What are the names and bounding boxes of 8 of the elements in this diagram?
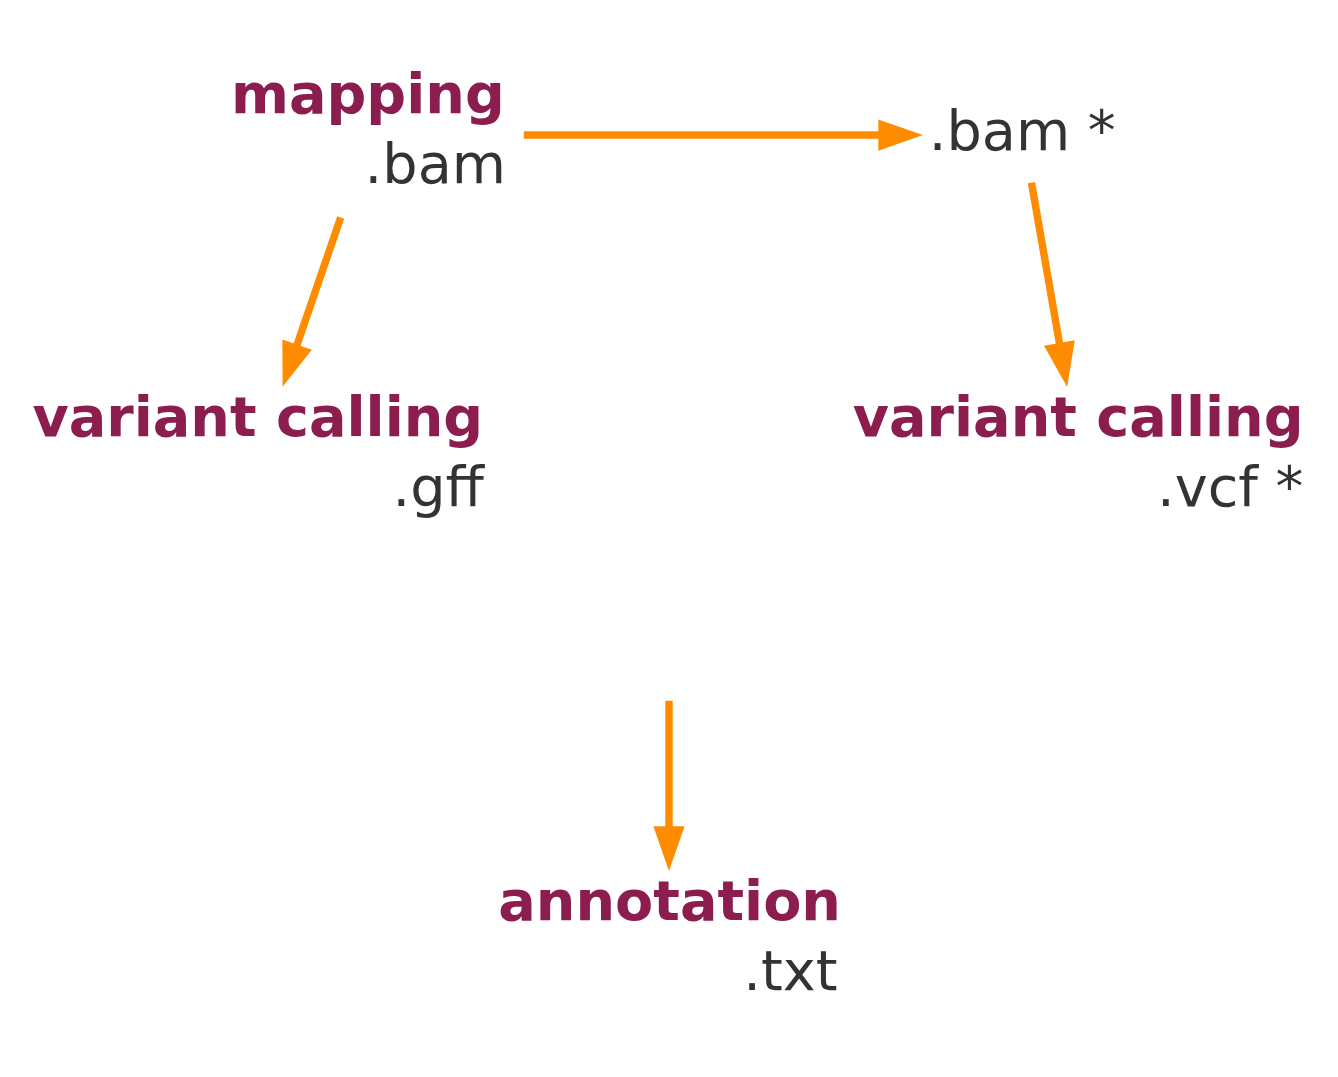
node-text: mapping .bam bbox=[230, 60, 506, 197]
arrow bbox=[282, 216, 345, 387]
arrow bbox=[523, 119, 923, 151]
node-text: .bam * bbox=[928, 97, 1116, 163]
arrow bbox=[653, 700, 685, 871]
node-text: annotation .txt bbox=[498, 867, 841, 1004]
node-text: variant calling .gff bbox=[32, 383, 484, 520]
node-text: variant calling .vcf * bbox=[852, 383, 1304, 520]
